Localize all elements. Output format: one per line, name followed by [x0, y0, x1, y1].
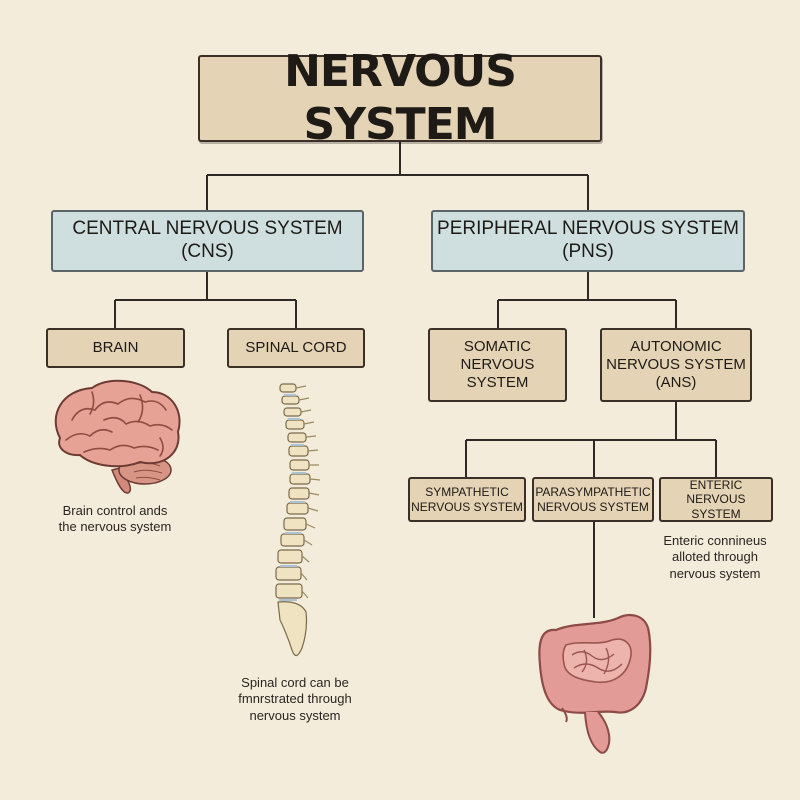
cns-box: CENTRAL NERVOUS SYSTEM (CNS)	[51, 210, 364, 272]
enteric-caption-line3: nervous system	[669, 565, 761, 581]
brain-illustration	[54, 379, 181, 494]
sympathetic-box: SYMPATHETIC NERVOUS SYSTEM	[408, 477, 526, 522]
spinal-cord-caption-line2: fmnrstrated through	[238, 691, 352, 707]
connector-pns-to-somatic-autonomic	[497, 272, 677, 328]
pns-label-line2: (PNS)	[562, 241, 614, 262]
brain-caption-line2: the nervous system	[58, 519, 172, 535]
somatic-label-line3: SYSTEM	[466, 374, 529, 391]
spinal-cord-box: SPINAL CORD	[227, 328, 365, 368]
somatic-label-line2: NERVOUS	[460, 356, 535, 373]
brain-caption-line1: Brain control ands	[62, 503, 168, 518]
parasympathetic-label-line1: PARASYMPATHETIC	[535, 485, 651, 500]
connector-cns-to-brain-spinal	[114, 272, 297, 328]
cns-label-line2: (CNS)	[181, 241, 234, 262]
enteric-caption-line1: Enteric conninеus	[663, 533, 767, 548]
sympathetic-label-line2: NERVOUS SYSTEM	[411, 499, 523, 514]
parasympathetic-box: PARASYMPATHETIC NERVOUS SYSTEM	[532, 477, 654, 522]
connector-title-to-cns-pns	[206, 142, 589, 210]
spinal-cord-caption: Spinal cord can be fmnrstrated through n…	[210, 675, 380, 724]
enteric-caption: Enteric conninеus alloted through nervou…	[640, 533, 790, 582]
somatic-box: SOMATIC NERVOUS SYSTEM	[428, 328, 567, 402]
brain-caption: Brain control ands the nervous system	[30, 503, 200, 536]
sympathetic-label-line1: SYMPATHETIC	[425, 485, 509, 500]
cns-label-line1: CENTRAL NERVOUS SYSTEM	[72, 218, 343, 240]
pns-box: PERIPHERAL NERVOUS SYSTEM (PNS)	[431, 210, 745, 272]
somatic-label-line1: SOMATIC	[463, 338, 532, 355]
enteric-label-line2: NERVOUS SYSTEM	[686, 492, 746, 521]
parasympathetic-label-line2: NERVOUS SYSTEM	[537, 499, 649, 514]
spinal-cord-illustration	[275, 383, 321, 657]
brain-label: BRAIN	[92, 339, 139, 356]
autonomic-label-line3: (ANS)	[655, 374, 697, 391]
spinal-cord-label: SPINAL CORD	[245, 339, 347, 356]
autonomic-box: AUTONOMIC NERVOUS SYSTEM (ANS)	[600, 328, 752, 402]
connector-autonomic-to-divisions	[465, 402, 717, 477]
intestine-illustration	[538, 613, 652, 754]
enteric-caption-line2: alloted through	[671, 549, 758, 565]
autonomic-label-line2: NERVOUS SYSTEM	[606, 356, 746, 373]
enteric-box: ENTERIC NERVOUS SYSTEM	[659, 477, 773, 522]
spinal-cord-caption-line1: Spinal cord can be	[241, 675, 349, 690]
spinal-cord-caption-line3: nervous system	[249, 707, 341, 723]
title-box: NERVOUS SYSTEM	[198, 46, 602, 150]
page-title: NERVOUS SYSTEM	[284, 45, 517, 150]
enteric-label-line1: ENTERIC	[689, 477, 743, 492]
autonomic-label-line1: AUTONOMIC	[630, 338, 722, 355]
pns-label-line1: PERIPHERAL NERVOUS SYSTEM	[437, 218, 739, 240]
brain-box: BRAIN	[46, 328, 185, 368]
